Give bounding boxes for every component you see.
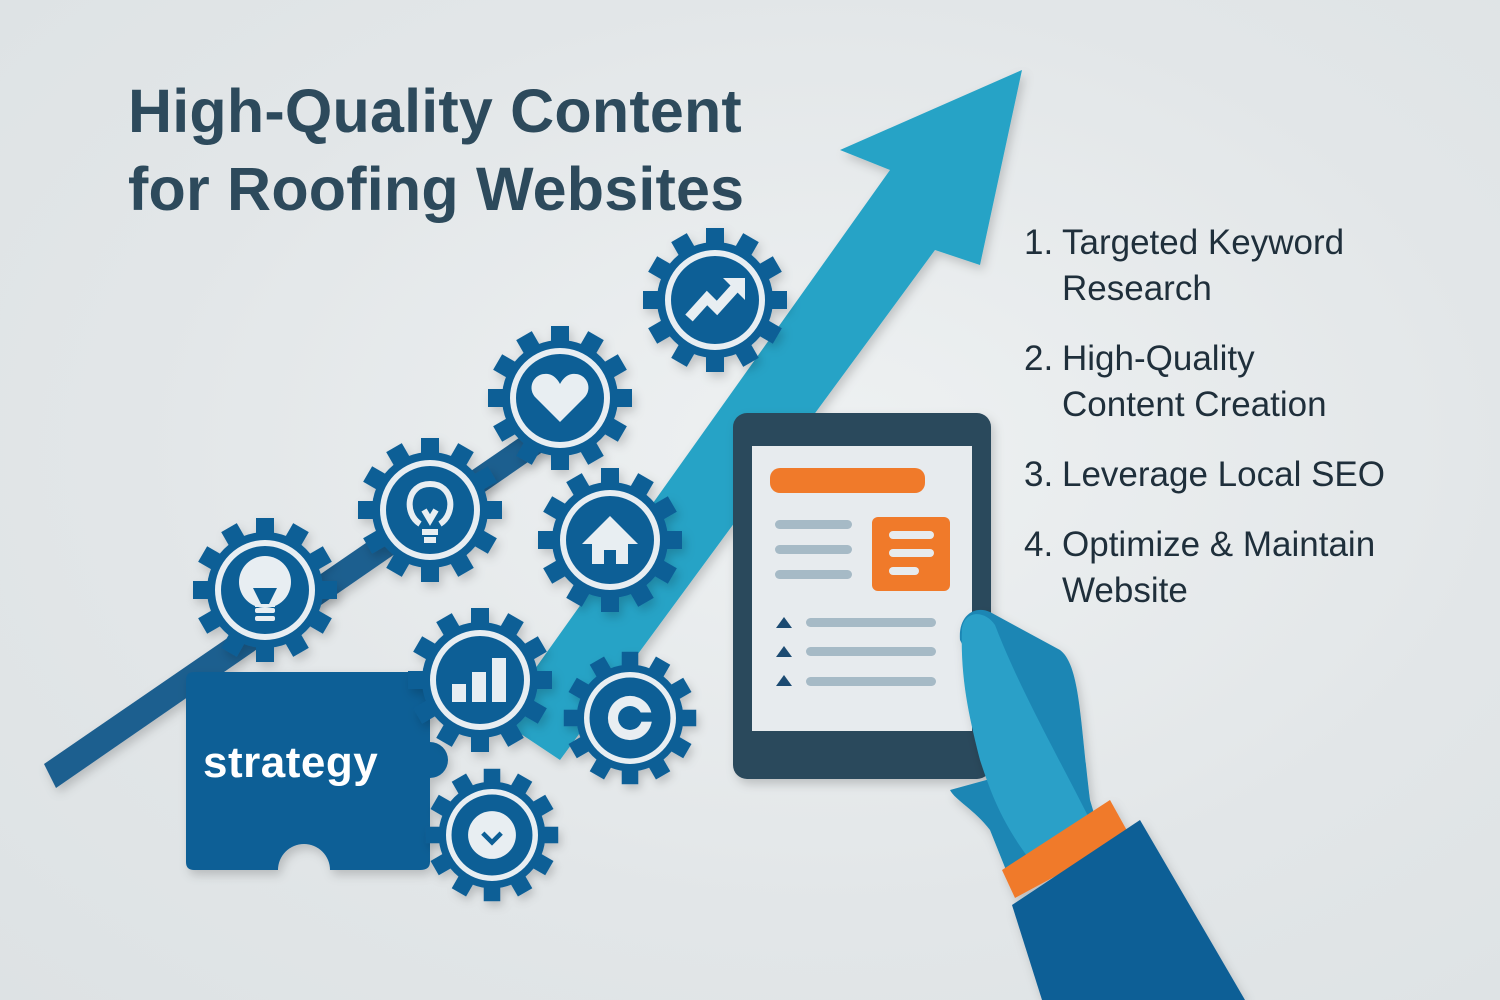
page-title: High-Quality Content for Roofing Website… [128,72,744,228]
tablet-icon [733,413,991,779]
gear-lightbulb-upper [358,438,502,582]
gear-heart [488,326,632,470]
gear-home [538,468,682,612]
step-text: Targeted Keyword [1062,223,1345,262]
step-number: 2. [1024,339,1054,378]
gear-check [426,769,558,901]
hand-icon [950,609,1245,1000]
puzzle-piece-icon [186,672,448,870]
step-text: Research [1062,269,1212,308]
gear-lightbulb-lower [193,518,337,662]
step-number: 4. [1024,525,1054,564]
gear-target [564,652,696,784]
heart-icon [531,373,589,422]
lightbulb-icon [239,556,291,621]
step-text: Optimize & Maintain [1062,525,1376,564]
step-number: 1. [1024,223,1054,262]
step-text: Website [1062,571,1188,610]
checkmark-icon [468,811,516,859]
step-item-3: 3. Leverage Local SEO [1024,452,1385,498]
sleeve-cuff [1002,800,1130,898]
gear-bar-chart [408,608,552,752]
bar-chart-icon [452,658,506,702]
growth-arrow-icon [685,278,745,322]
step-text: Leverage Local SEO [1062,455,1385,494]
step-text: High-Quality [1062,339,1255,378]
lightbulb-icon [406,480,454,543]
step-number: 3. [1024,455,1054,494]
sleeve [1012,820,1245,1000]
title-line-1: High-Quality Content [128,77,742,145]
title-line-2: for Roofing Websites [128,155,745,223]
step-text: Content Creation [1062,385,1327,424]
gear-growth [643,228,787,372]
home-icon [582,516,638,564]
target-icon [607,695,654,741]
tablet-header-bar [770,468,925,493]
strategy-label: strategy [203,738,379,787]
